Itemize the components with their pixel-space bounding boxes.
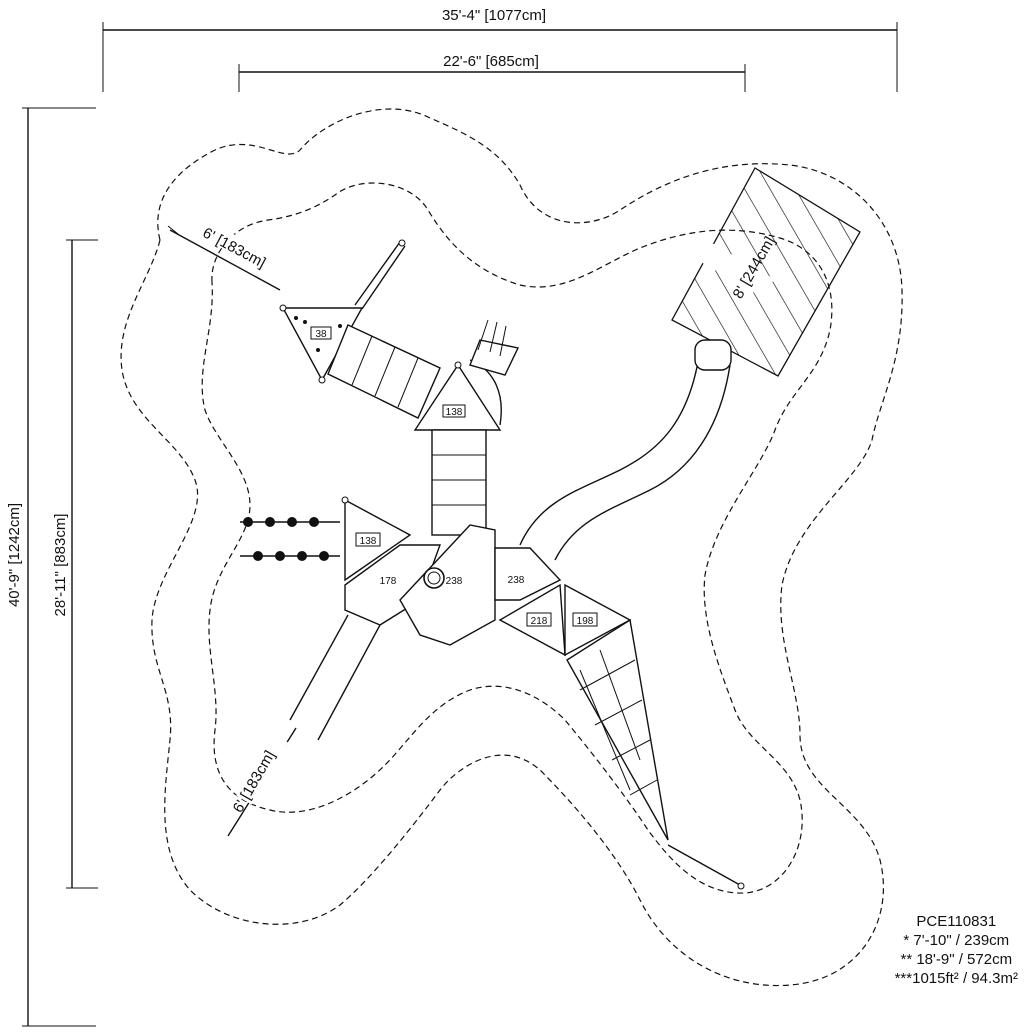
poles-lower-left bbox=[289, 614, 381, 741]
svg-text:218: 218 bbox=[531, 616, 548, 627]
deck-tag-198: 198 bbox=[572, 612, 598, 627]
bridge-vertical bbox=[431, 429, 487, 536]
use-zone-length: ** 18'-9" / 572cm bbox=[900, 951, 1013, 968]
tube-slide bbox=[519, 339, 732, 561]
net-climber bbox=[566, 618, 745, 890]
deck-tag-218: 218 bbox=[526, 612, 552, 627]
slide-exit-zone: 8' [244cm] bbox=[671, 167, 861, 377]
model-number: PCE110831 bbox=[916, 913, 997, 930]
deck-tag-238-center: 238 bbox=[446, 576, 463, 587]
clearance-top-dimension: 6' [183cm] bbox=[167, 217, 281, 291]
outer-use-zone bbox=[120, 108, 903, 987]
svg-text:238: 238 bbox=[508, 575, 525, 586]
overall-depth-label: 40'-9" [1242cm] bbox=[6, 503, 23, 607]
ring-climber-left bbox=[240, 517, 340, 561]
svg-text:178: 178 bbox=[380, 576, 397, 587]
stairs-top bbox=[469, 319, 520, 376]
overall-width-dimension: 35'-4" [1077cm] bbox=[102, 5, 898, 92]
structure-depth-dimension: 28'-11" [883cm] bbox=[50, 239, 98, 889]
deck-tag-138-top: 138 bbox=[442, 404, 466, 418]
use-zone-area: ***1015ft² / 94.3m² bbox=[894, 970, 1018, 987]
overall-width-label: 35'-4" [1077cm] bbox=[442, 7, 546, 24]
svg-text:238: 238 bbox=[446, 576, 463, 587]
fall-height: * 7'-10" / 239cm bbox=[903, 932, 1010, 949]
deck-tag-238-right: 238 bbox=[508, 575, 525, 586]
svg-text:138: 138 bbox=[446, 407, 463, 418]
svg-text:138: 138 bbox=[360, 536, 377, 547]
spec-legend: PCE110831 * 7'-10" / 239cm ** 18'-9" / 5… bbox=[895, 912, 1018, 988]
climber-top-left bbox=[354, 239, 406, 310]
structure-depth-label: 28'-11" [883cm] bbox=[52, 514, 69, 617]
structure-width-dimension: 22'-6" [685cm] bbox=[238, 51, 746, 92]
deck-right bbox=[494, 547, 632, 657]
structure-width-label: 22'-6" [685cm] bbox=[443, 53, 539, 70]
bridge-top-left bbox=[327, 324, 441, 419]
clearance-bottom-dimension: 6' [183cm] bbox=[227, 727, 297, 837]
svg-text:198: 198 bbox=[577, 616, 594, 627]
svg-text:38: 38 bbox=[315, 329, 327, 340]
deck-tag-178: 178 bbox=[380, 576, 397, 587]
inner-use-zone bbox=[201, 182, 833, 894]
deck-center bbox=[344, 524, 496, 646]
overall-depth-dimension: 40'-9" [1242cm] bbox=[4, 107, 96, 1027]
deck-tag-138-left: 138 bbox=[355, 532, 381, 547]
deck-tag-38: 38 bbox=[310, 326, 332, 340]
